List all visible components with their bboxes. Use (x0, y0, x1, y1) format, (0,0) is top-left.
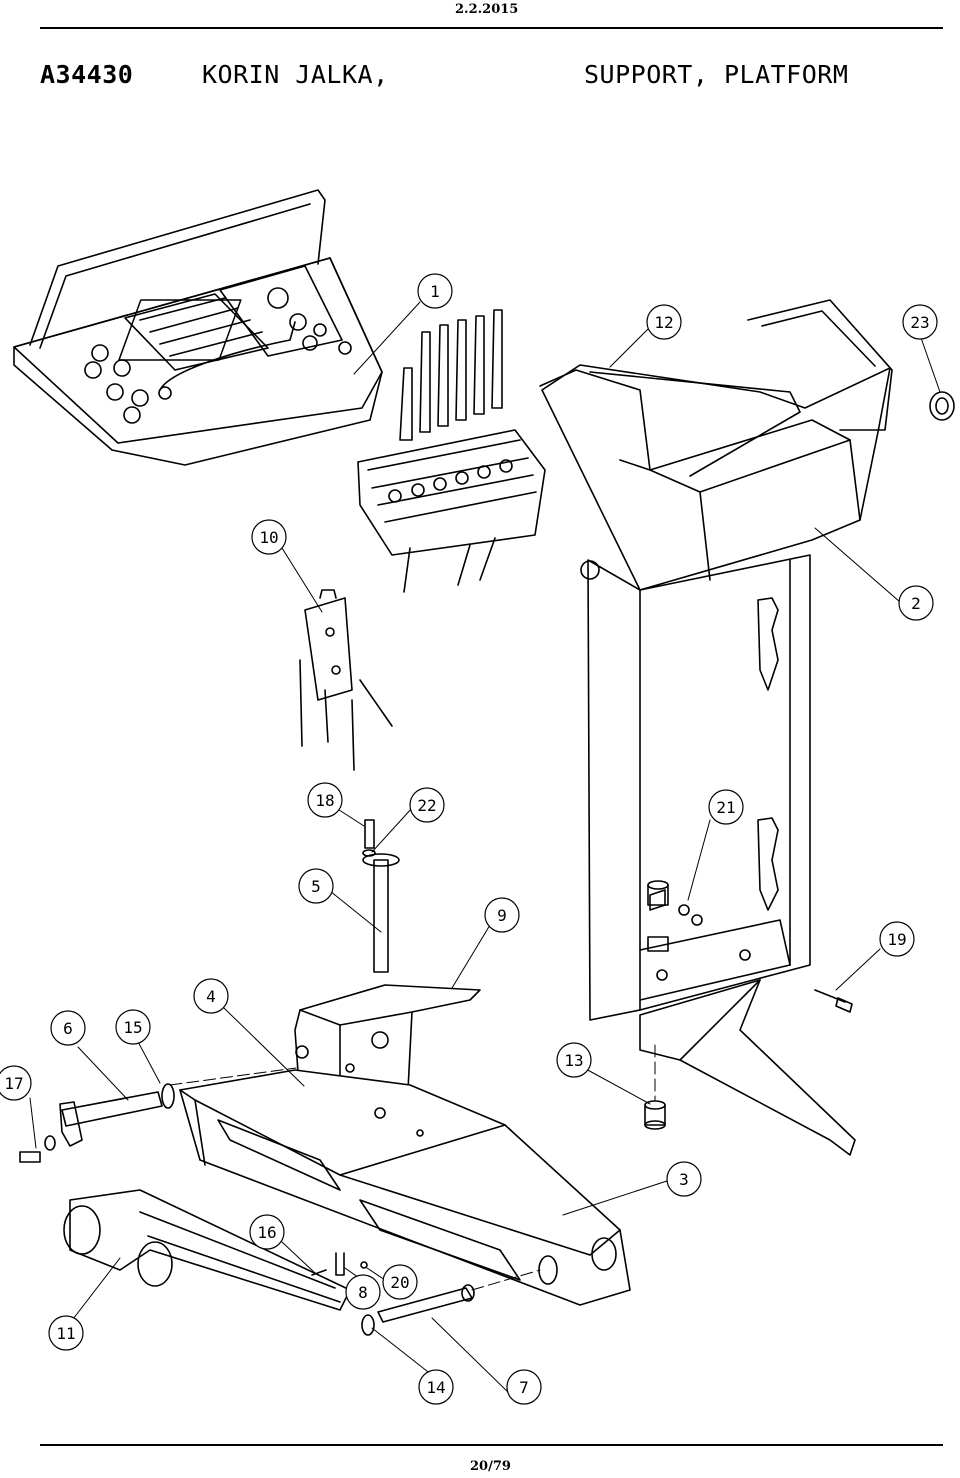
callout-5: 5 (311, 877, 321, 896)
callout-circles (0, 273, 938, 1405)
callout-circle-15 (115, 1009, 151, 1045)
callout-circle-7 (506, 1369, 542, 1405)
callout-circle-18 (307, 782, 343, 818)
support-arm (179, 1069, 631, 1306)
callout-18: 18 (315, 791, 334, 810)
callout-circle-5 (298, 868, 334, 904)
assembly-lines (169, 1044, 656, 1291)
title-english: SUPPORT, PLATFORM (584, 60, 849, 89)
callout-13: 13 (564, 1051, 583, 1070)
callout-circle-8 (345, 1274, 381, 1310)
pivot-pin (362, 819, 400, 973)
callout-circle-9 (484, 897, 520, 933)
callout-23: 23 (910, 313, 929, 332)
callout-16: 16 (257, 1223, 276, 1242)
callout-20: 20 (390, 1273, 409, 1292)
callout-2: 2 (911, 594, 921, 613)
callout-circle-17 (0, 1065, 32, 1101)
callout-9: 9 (497, 906, 507, 925)
valve-block (357, 309, 546, 593)
callout-circle-19 (879, 921, 915, 957)
callout-1: 1 (430, 282, 440, 301)
callout-circle-1 (417, 273, 453, 309)
bushings (644, 880, 703, 1130)
callout-circle-20 (382, 1264, 418, 1300)
callout-circle-6 (50, 1010, 86, 1046)
part-number: A34430 (40, 60, 134, 89)
callout-14: 14 (426, 1378, 445, 1397)
callout-circle-2 (898, 585, 934, 621)
callout-3: 3 (679, 1170, 689, 1189)
hydraulic-cylinder (63, 1189, 351, 1311)
callout-4: 4 (206, 987, 216, 1006)
callout-circle-23 (902, 304, 938, 340)
callout-circle-21 (708, 789, 744, 825)
bolt (814, 989, 853, 1013)
callout-circle-16 (249, 1214, 285, 1250)
platform-post (539, 299, 893, 1156)
page-number: 20/79 (470, 1459, 511, 1474)
callout-circle-10 (251, 519, 287, 555)
callout-11: 11 (56, 1324, 75, 1343)
control-panel (13, 189, 383, 466)
callout-8: 8 (358, 1283, 368, 1302)
callout-circle-22 (409, 787, 445, 823)
hinge-pin (19, 1083, 175, 1163)
auxiliary-valve (299, 589, 393, 771)
callout-21: 21 (716, 798, 735, 817)
callout-10: 10 (259, 528, 278, 547)
callout-circle-4 (193, 978, 229, 1014)
callout-circle-11 (48, 1315, 84, 1351)
header-rule (40, 27, 943, 29)
callout-15: 15 (123, 1018, 142, 1037)
footer-rule (40, 1444, 943, 1446)
arm-pin (335, 1252, 475, 1336)
callout-circle-14 (418, 1369, 454, 1405)
callout-17: 17 (4, 1074, 23, 1093)
callout-6: 6 (63, 1019, 73, 1038)
leader-lines (29, 301, 941, 1395)
callout-circle-12 (646, 304, 682, 340)
callout-22: 22 (417, 796, 436, 815)
callout-19: 19 (887, 930, 906, 949)
callout-numbers: 1 2 3 4 5 6 7 8 9 10 11 12 13 14 15 16 1… (4, 282, 929, 1397)
callout-circle-13 (556, 1042, 592, 1078)
callout-7: 7 (519, 1378, 529, 1397)
title-finnish: KORIN JALKA, (202, 60, 389, 89)
callout-circle-3 (666, 1161, 702, 1197)
callout-12: 12 (654, 313, 673, 332)
swivel-knob (929, 391, 955, 421)
header-date: 2.2.2015 (455, 2, 519, 17)
